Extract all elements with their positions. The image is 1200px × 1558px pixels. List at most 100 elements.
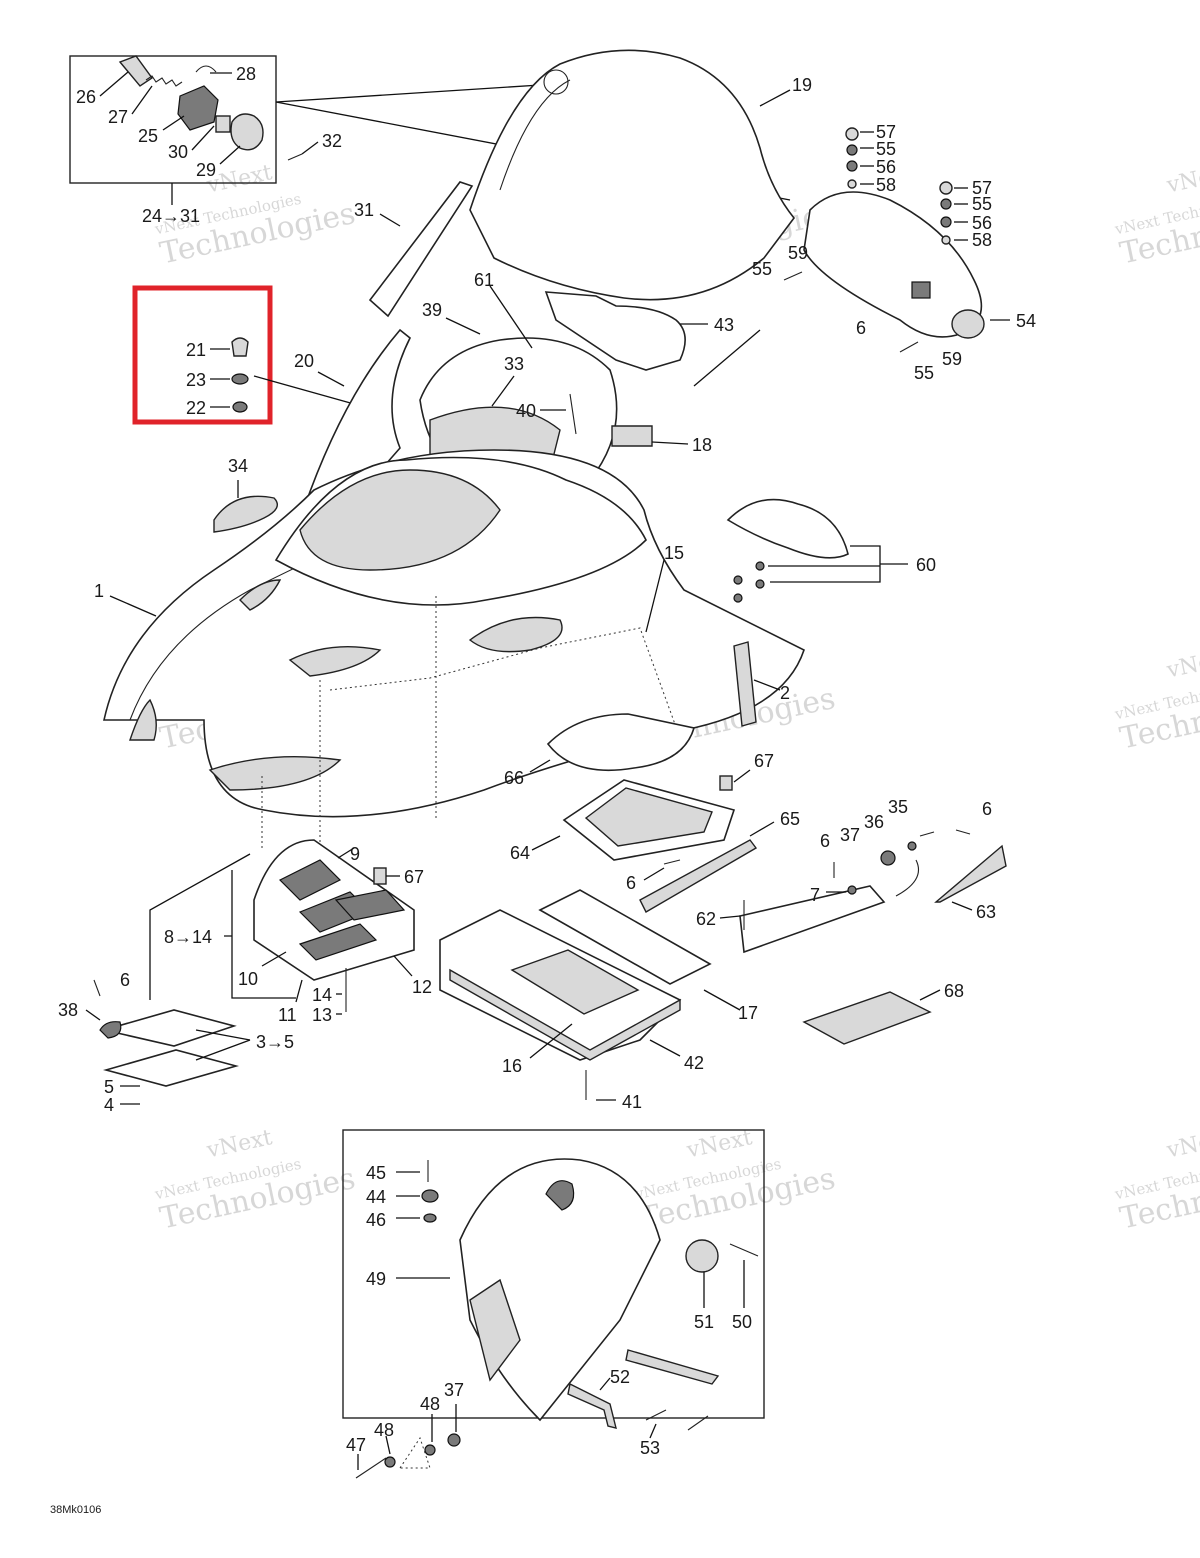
callout-label: 16 [502, 1056, 522, 1076]
washer-part [940, 198, 952, 210]
leader-line [275, 83, 557, 103]
grommet-part [421, 1189, 439, 1203]
nut-part [880, 850, 896, 866]
callout-label: 57 [876, 122, 896, 142]
washer-part [384, 1456, 396, 1468]
leader-line [162, 115, 185, 131]
leader-line [337, 847, 355, 859]
detail-frame [69, 55, 277, 184]
leader-line [951, 901, 973, 911]
leader-line [317, 371, 345, 387]
callout-label: 29 [196, 160, 216, 180]
hood-cockpit-inner [299, 469, 501, 571]
vent-grille-assembly [149, 839, 415, 1015]
handle-part [213, 495, 278, 533]
vent-slot [334, 889, 406, 921]
callout-label: 48 [374, 1420, 394, 1440]
washer-part [423, 1213, 437, 1223]
spring-part [145, 75, 183, 87]
vent-slot [298, 923, 378, 961]
callout-label: 55 [752, 259, 772, 279]
washer-part [733, 575, 743, 585]
support-rail-part [639, 839, 758, 913]
callout-label: 34 [228, 456, 248, 476]
washer-part [424, 1444, 436, 1456]
leader-line [489, 285, 533, 349]
callout-label: 46 [366, 1210, 386, 1230]
leader-line [99, 71, 129, 97]
washer-part [755, 561, 765, 571]
rivet-part [645, 1409, 709, 1431]
callout-label: 56 [876, 157, 896, 177]
leader-line [295, 979, 303, 1003]
callout-label: 14 [312, 985, 332, 1005]
tray-rail-part [449, 968, 681, 1061]
callout-label: 37 [840, 825, 860, 845]
callout-label: 36 [864, 812, 884, 832]
leader-line [703, 989, 741, 1011]
leader-line [649, 1039, 681, 1057]
hood-vent [239, 579, 282, 611]
callout-label: 12 [412, 977, 432, 997]
callout-label: 6 [820, 831, 830, 851]
rear-cowl-assembly [783, 127, 1010, 353]
leader-line [749, 821, 775, 837]
cap-part [845, 127, 859, 141]
leader-line [253, 375, 355, 405]
callout-label: 22 [186, 398, 206, 418]
screw-part [919, 831, 935, 837]
watermark-text: vNext [1164, 645, 1200, 683]
callout-label: 58 [972, 230, 992, 250]
watermark-text: vNext [1164, 160, 1200, 198]
callout-label: 31 [354, 200, 374, 220]
rear-cowl-block [911, 281, 931, 299]
callout-label: 60 [916, 555, 936, 575]
callout-label: 64 [510, 843, 530, 863]
intake-frame-inner [584, 787, 713, 847]
leader-line [85, 1009, 101, 1021]
callout-label: 20 [294, 351, 314, 371]
leader-line [195, 1039, 251, 1061]
vent-slot [278, 859, 342, 901]
engine-cover-part [459, 1158, 661, 1422]
leader-line [529, 1023, 573, 1059]
nut-part [941, 235, 951, 245]
callout-label: 66 [504, 768, 524, 788]
screw-part [569, 393, 577, 435]
screw-part [899, 341, 919, 353]
leader-line [261, 951, 287, 967]
callout-label: 3→5 [256, 1032, 294, 1052]
screw-part [783, 271, 803, 281]
clip-part [195, 65, 217, 73]
callout-label: 68 [944, 981, 964, 1001]
leader-line [393, 955, 413, 977]
watermark-text: vNext [204, 1125, 275, 1163]
lower-grille-assembly [85, 979, 251, 1105]
callout-label: 2 [780, 683, 790, 703]
grommet-part [846, 160, 858, 172]
leader-line [733, 769, 751, 783]
nut-part [733, 593, 743, 603]
callout-label: 15 [664, 543, 684, 563]
cover-panel-part [538, 889, 712, 985]
callout-label: 62 [696, 909, 716, 929]
callout-label: 50 [732, 1312, 752, 1332]
callout-label: 26 [76, 87, 96, 107]
bracket-leader [224, 870, 296, 999]
screw-part [955, 829, 971, 835]
leader-line [599, 1377, 611, 1391]
callout-label: 4 [104, 1095, 114, 1115]
nut-part [755, 579, 765, 589]
callout-label: 33 [504, 354, 524, 374]
engine-cover-port [545, 1180, 575, 1211]
callout-label: 7 [810, 885, 820, 905]
strap-part [625, 1349, 720, 1385]
callout-label: 6 [626, 873, 636, 893]
leader-line [195, 1029, 251, 1041]
leader-line [109, 595, 157, 617]
screw-part [93, 979, 101, 997]
rivet-cap-part [231, 337, 249, 357]
callout-label: 28 [236, 64, 256, 84]
grille-latch [99, 1021, 122, 1039]
